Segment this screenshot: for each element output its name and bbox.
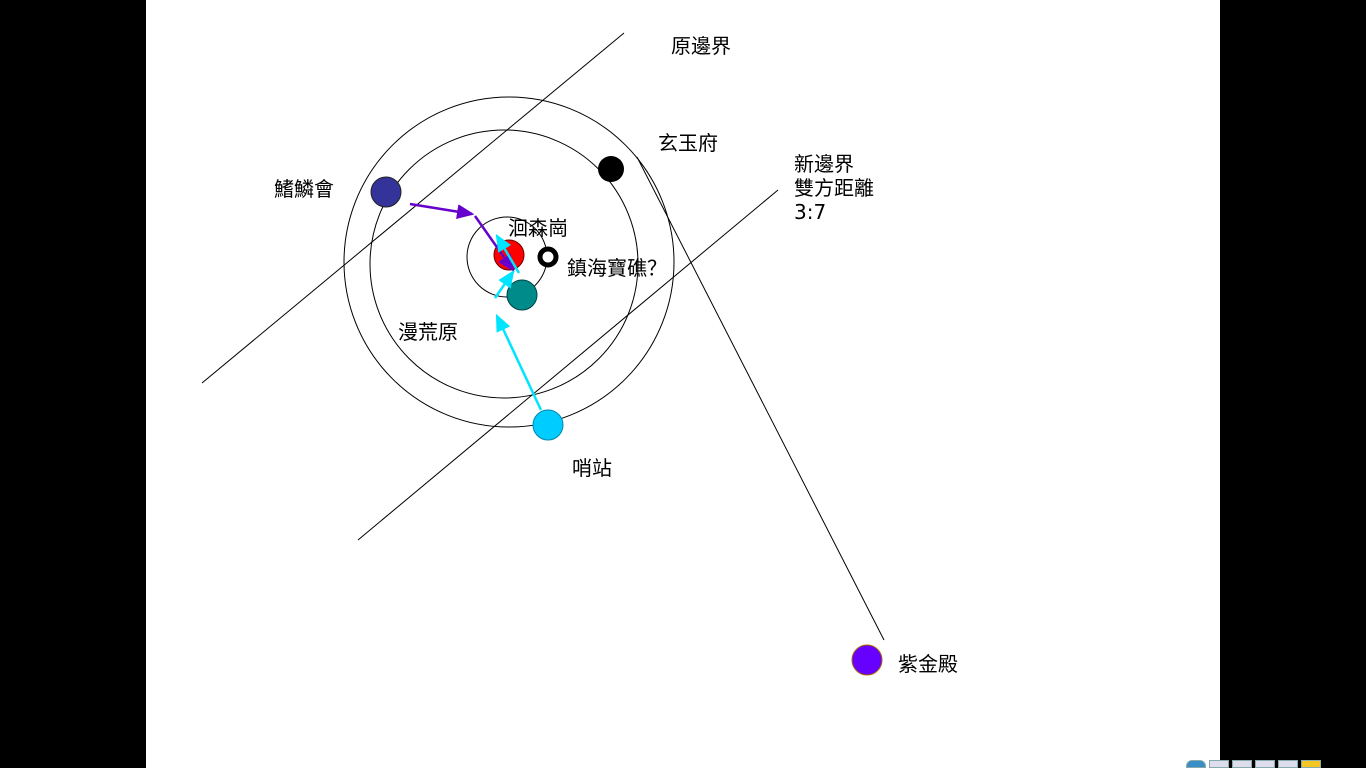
cyan-arrow-2 <box>493 269 515 299</box>
label-new-border-title: 新邊界 <box>794 152 854 176</box>
label-qilin: 鰭鱗會 <box>274 177 334 201</box>
toolbar-button[interactable] <box>1301 760 1321 768</box>
new-border-line <box>357 189 779 541</box>
old-border-line <box>201 32 625 384</box>
label-zhenhai: 鎮海寶礁？ <box>567 256 667 280</box>
purple-arrow-2 <box>473 215 515 273</box>
toolbar-button[interactable] <box>1186 760 1206 768</box>
cyan-arrow-1 <box>495 313 543 411</box>
qilin-dot[interactable] <box>370 176 402 208</box>
toolbar-button[interactable] <box>1255 760 1275 768</box>
label-xuanyu: 玄玉府 <box>658 131 718 155</box>
zijin-line <box>636 156 885 641</box>
label-new-border-ratio: 3:7 <box>794 200 827 224</box>
label-outpost: 哨站 <box>572 456 612 480</box>
toolbar-button[interactable] <box>1278 760 1298 768</box>
purple-arrow-1 <box>409 202 475 220</box>
inner-ring <box>369 129 639 399</box>
manhuang-dot[interactable] <box>506 279 538 311</box>
toolbar-button[interactable] <box>1232 760 1252 768</box>
label-huisen: 洄森崗 <box>508 216 568 240</box>
label-manhuang: 漫荒原 <box>398 320 458 344</box>
slideshow-toolbar <box>1186 760 1321 768</box>
label-new-border: 新邊界 雙方距離 3:7 <box>794 152 874 224</box>
cyan-arrow-3 <box>495 233 521 274</box>
outpost-dot[interactable] <box>532 409 564 441</box>
toolbar-button[interactable] <box>1209 760 1229 768</box>
outer-ring <box>343 96 675 428</box>
slide <box>146 0 1220 768</box>
zijin-dot[interactable] <box>851 644 883 676</box>
label-zijin: 紫金殿 <box>898 652 958 676</box>
label-new-border-distance: 雙方距離 <box>794 176 874 200</box>
zhenhai-ring[interactable] <box>537 246 559 268</box>
label-old-border: 原邊界 <box>671 34 731 58</box>
xuanyu-dot[interactable] <box>598 156 624 182</box>
